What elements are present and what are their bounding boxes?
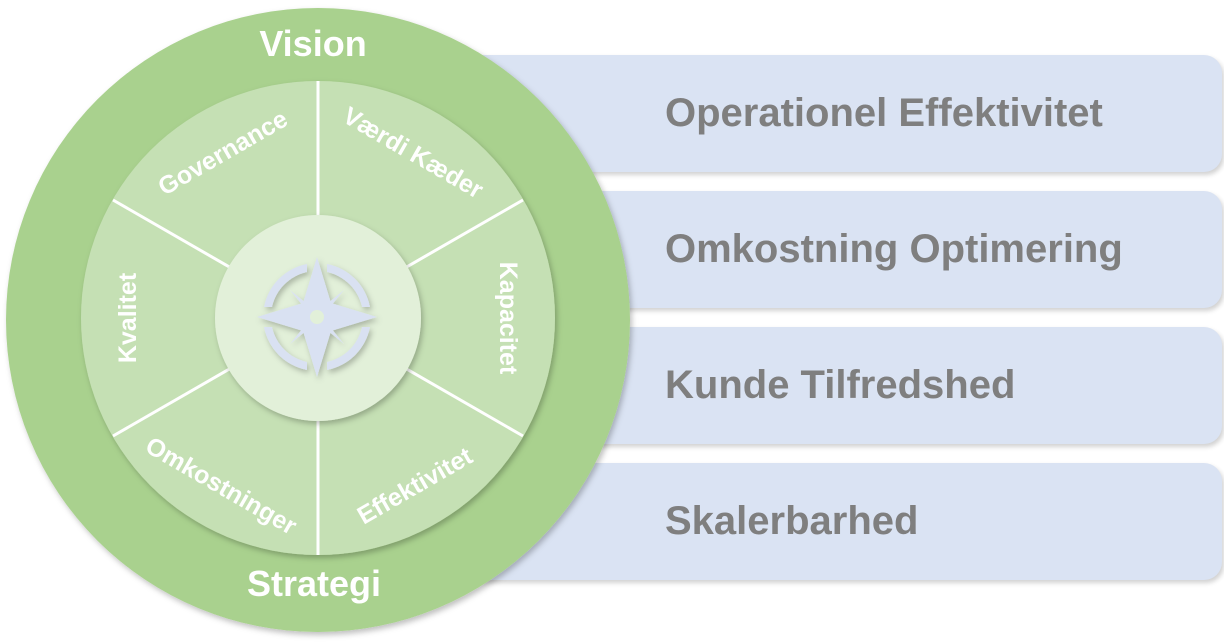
outer-label-strategi: Strategi (247, 563, 381, 604)
outer-label-vision: Vision (259, 23, 366, 64)
panel-label: Skalerbarhed (665, 499, 919, 543)
segment-label-kvalitet: Kvalitet (114, 272, 142, 363)
compass-icon (257, 257, 377, 377)
panel-label: Operationel Effektivitet (665, 91, 1103, 135)
panel-label: Omkostning Optimering (665, 227, 1123, 271)
panel-operationel-effektivitet: Operationel Effektivitet (470, 55, 1222, 172)
segment-label-kapacitet: Kapacitet (494, 262, 522, 375)
panel-label: Kunde Tilfredshed (665, 363, 1016, 407)
panel-skalerbarhed: Skalerbarhed (470, 463, 1222, 580)
